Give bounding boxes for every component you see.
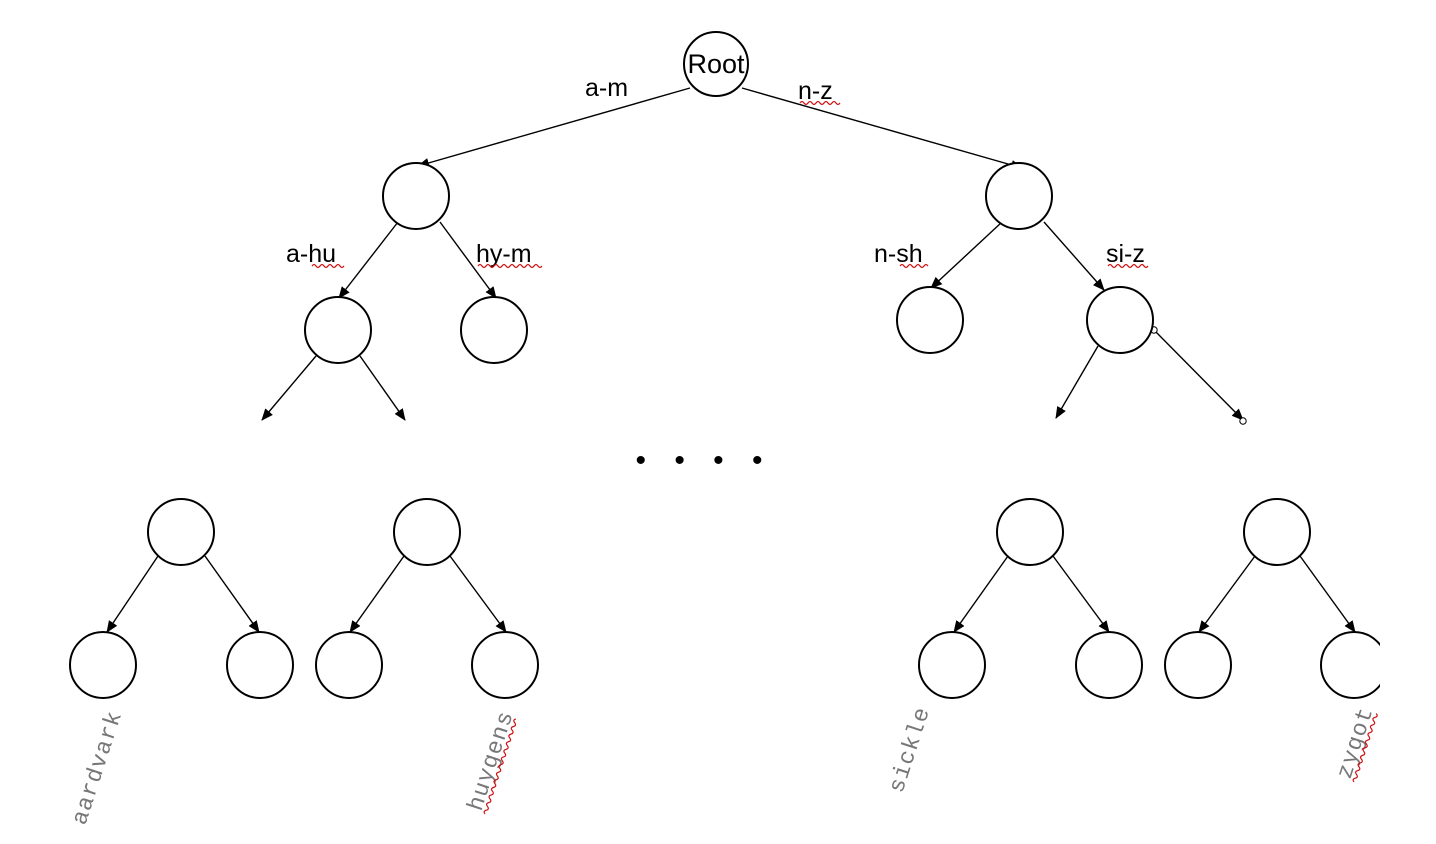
- subtree-parent-node: [1243, 498, 1311, 566]
- spellcheck-underline: [477, 263, 543, 269]
- subtree-parent-node: [393, 498, 461, 566]
- edge-r1-right: [1043, 221, 1105, 291]
- leaf-node-sickle: [918, 631, 986, 699]
- leaf-node: [226, 631, 294, 699]
- edge-b1-right: [204, 555, 260, 633]
- leaf-word-zygot: zygot: [1332, 704, 1380, 782]
- edge-label-n-sh: n-sh: [874, 240, 923, 268]
- edge-l1-right: [439, 221, 497, 299]
- spellcheck-underline: [1352, 713, 1378, 783]
- edge-l1-left: [338, 221, 399, 299]
- leaf-node-aardvark: [69, 631, 137, 699]
- spellcheck-underline: [1107, 263, 1149, 269]
- leaf-word-aardvark: aardvark: [67, 708, 128, 829]
- edge-b3-right: [1052, 555, 1110, 633]
- edge-r1-left: [930, 221, 1003, 289]
- edge-b2-left: [349, 555, 405, 633]
- leaf-node: [1164, 631, 1232, 699]
- edge-r2-left: [1055, 345, 1099, 419]
- edge-root-right: [741, 87, 1023, 170]
- spellcheck-underline: [311, 263, 345, 269]
- node-a-hu: [304, 296, 372, 364]
- edge-l2-right: [359, 355, 406, 421]
- node-si-z: [1086, 286, 1154, 354]
- edge-label-a-m: a-m: [585, 74, 628, 102]
- subtree-parent-node: [147, 498, 215, 566]
- subtree-parent-node: [996, 498, 1064, 566]
- edge-b2-right: [449, 555, 507, 633]
- edge-b3-left: [953, 555, 1009, 633]
- leaf-node-zygot: [1320, 631, 1380, 699]
- edge-label-si-z: si-z: [1106, 240, 1145, 268]
- leaf-node-huygens: [471, 631, 539, 699]
- edge-label-n-z: n-z: [798, 77, 833, 105]
- root-label: Root: [687, 49, 745, 79]
- spellcheck-underline: [899, 263, 929, 269]
- edge-label-a-hu: a-hu: [286, 240, 336, 268]
- root-node: [683, 31, 749, 97]
- leaf-word-sickle: sickle: [884, 704, 936, 797]
- edge-root-left: [417, 87, 691, 168]
- spellcheck-underline: [483, 718, 517, 815]
- node-n-sh: [896, 286, 964, 354]
- edge-r2-right: [1153, 329, 1244, 421]
- spellcheck-underline: [799, 100, 841, 106]
- node-a-m: [382, 162, 450, 230]
- ellipsis: • • • •: [635, 444, 772, 477]
- leaf-word-huygens: huygens: [463, 708, 520, 815]
- selection-handle[interactable]: [1239, 417, 1247, 425]
- edge-l2-left: [261, 355, 317, 421]
- edge-b1-left: [106, 555, 159, 633]
- node-hy-m: [460, 296, 528, 364]
- edge-label-hy-m: hy-m: [476, 240, 532, 268]
- edge-b4-right: [1299, 555, 1356, 633]
- node-n-z: [985, 162, 1053, 230]
- edge-b4-left: [1198, 555, 1256, 633]
- leaf-node: [315, 631, 383, 699]
- leaf-node: [1075, 631, 1143, 699]
